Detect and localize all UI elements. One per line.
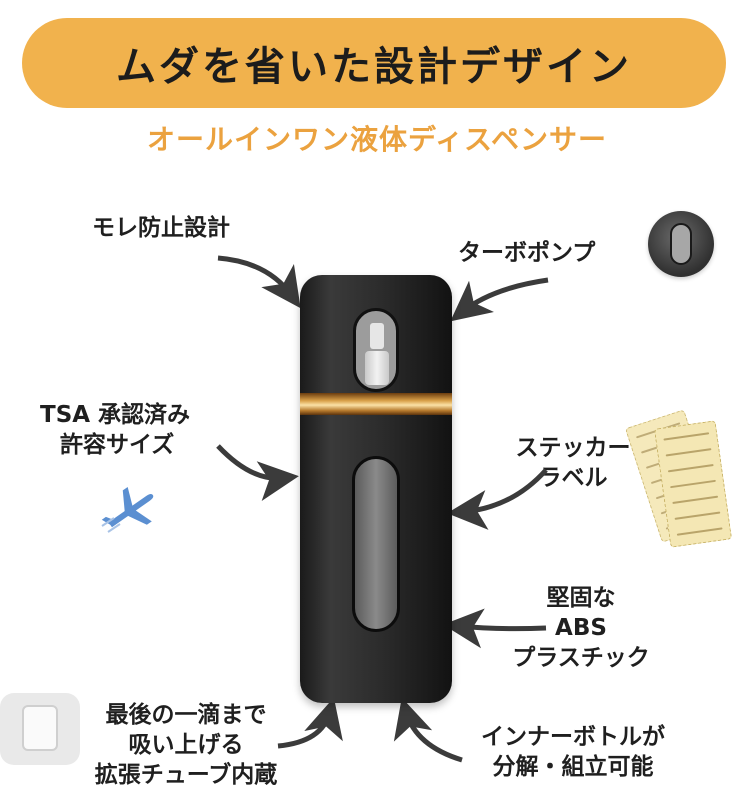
label-tsa-line2: 許容サイズ (60, 432, 175, 458)
label-tsa-line1: TSA 承認済み (40, 402, 191, 428)
arrow-icon (443, 608, 547, 649)
label-tube-line2: 吸い上げる (128, 732, 244, 758)
title-banner: ムダを省いた設計デザイン (22, 18, 726, 108)
label-tube-line1: 最後の一滴まで (105, 702, 267, 728)
label-leak-proof: モレ防止設計 (92, 215, 230, 241)
arrow-icon (217, 255, 301, 309)
pump-thumbnail-window (670, 223, 692, 265)
liquid-window (352, 456, 400, 632)
label-abs: 堅固な ABS プラスチック (496, 583, 666, 673)
arrow-icon (216, 444, 299, 501)
page-subtitle: オールインワン液体ディスペンサー (146, 123, 608, 156)
label-abs-line3: プラスチック (512, 645, 650, 671)
label-tube: 最後の一滴まで 吸い上げる 拡張チューブ内蔵 (86, 700, 286, 790)
label-abs-line2: ABS (555, 615, 607, 641)
label-turbo-pump: ターボポンプ (458, 240, 596, 266)
arrow-icon (393, 697, 463, 763)
tube-thumbnail (0, 693, 80, 765)
pump-body (365, 351, 389, 385)
plane-icon (101, 486, 154, 533)
label-inner-line1: インナーボトルが (481, 724, 665, 750)
label-abs-line1: 堅固な (546, 585, 616, 611)
pump-nozzle (370, 323, 384, 349)
label-sticker: ステッカー ラベル (508, 433, 638, 493)
page-title: ムダを省いた設計デザイン (116, 44, 632, 90)
label-inner-line2: 分解・組立可能 (492, 754, 654, 780)
bottle-cap (300, 275, 452, 393)
gold-ring (300, 393, 452, 415)
sticker-thumbnail (624, 409, 733, 550)
arrow-icon (277, 697, 343, 749)
label-sticker-line1: ステッカー (515, 435, 631, 461)
pump-thumbnail (648, 211, 714, 277)
label-tsa: TSA 承認済み 許容サイズ (40, 400, 190, 460)
pump-window (353, 308, 399, 392)
label-tube-line3: 拡張チューブ内蔵 (94, 762, 278, 788)
label-sticker-line2: ラベル (538, 465, 608, 491)
label-inner-bottle: インナーボトルが 分解・組立可能 (468, 722, 678, 782)
tube-thumbnail-part (22, 705, 58, 751)
arrow-icon (450, 277, 549, 322)
dispenser-bottle-image (300, 275, 452, 703)
arrow-icon (447, 468, 548, 530)
